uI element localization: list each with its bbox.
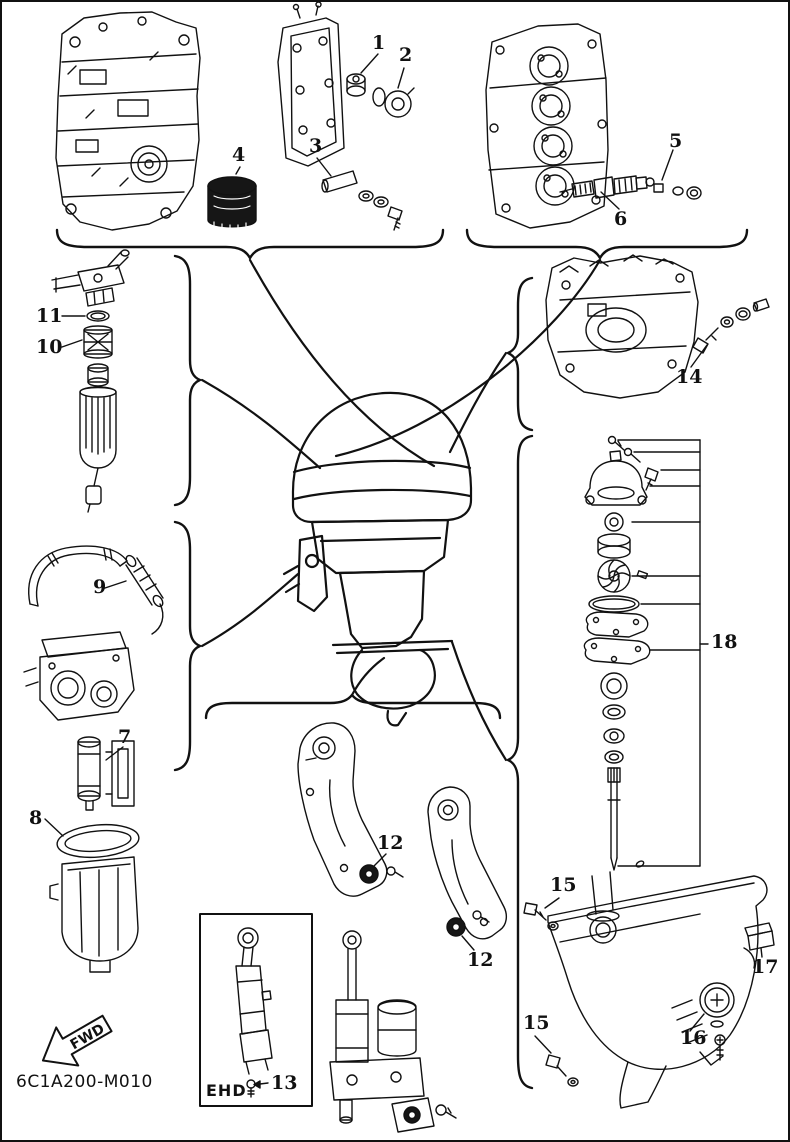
fuel-filter-assembly-drawing xyxy=(51,249,130,513)
anode-parts-drawing xyxy=(316,157,403,231)
tilt-cylinder-drawing xyxy=(235,927,273,1098)
outboard-motor-drawing xyxy=(282,391,473,727)
cylinder-head-drawing xyxy=(485,23,609,229)
water-pump-exploded-drawing xyxy=(583,435,659,871)
callout-3: 3 xyxy=(309,135,323,157)
bolt-parts-15-upper-drawing xyxy=(523,897,560,931)
bolt-parts-14-drawing xyxy=(690,298,770,368)
callout-7: 7 xyxy=(118,726,132,748)
clamp-bracket-right-drawing xyxy=(427,786,508,940)
spark-plug-drawing xyxy=(559,149,702,210)
callout-2: 2 xyxy=(399,44,413,66)
lower-unit-drawing xyxy=(547,871,768,1109)
grouping-braces xyxy=(55,228,749,1090)
callout-5: 5 xyxy=(669,130,683,152)
callout-18: 18 xyxy=(711,631,738,653)
callout-15-upper: 15 xyxy=(550,874,577,896)
callout-1: 1 xyxy=(372,32,386,54)
thermostat-parts-drawing xyxy=(346,53,415,118)
lower-mount-drawing xyxy=(391,1097,457,1133)
reservoir-drawing xyxy=(44,818,140,973)
power-trim-drawing xyxy=(329,930,425,1124)
callout-9: 9 xyxy=(93,576,107,598)
callout-10: 10 xyxy=(36,336,63,358)
mount-plate-drawing xyxy=(277,1,345,167)
leader-13 xyxy=(253,1080,269,1089)
connector-lines xyxy=(200,258,602,762)
cylinder-block-drawing xyxy=(55,11,201,231)
callout-12-lower: 12 xyxy=(467,949,494,971)
callout-4: 4 xyxy=(232,144,246,166)
fwd-arrow: FWD xyxy=(41,1014,113,1067)
anode-17-drawing xyxy=(744,922,775,958)
fuel-hose-pump-drawing xyxy=(23,545,164,721)
callout-17: 17 xyxy=(752,956,779,978)
exhaust-guide-drawing xyxy=(545,254,699,399)
clamp-bracket-left-drawing xyxy=(297,722,388,897)
callout-14: 14 xyxy=(676,366,703,388)
fuel-pump-part-drawing xyxy=(77,736,135,811)
callout-12-upper: 12 xyxy=(377,832,404,854)
callout-13: 13 xyxy=(271,1072,298,1094)
fwd-label: FWD xyxy=(68,1021,108,1053)
drawing-code: 6C1A200-M010 xyxy=(16,1072,153,1092)
oil-filter-drawing xyxy=(207,166,257,232)
leader-lines-18 xyxy=(617,439,709,867)
grommet-12-upper-drawing xyxy=(359,853,404,884)
callout-15-lower: 15 xyxy=(523,1012,550,1034)
callout-16: 16 xyxy=(680,1027,707,1049)
ehd-box-outline xyxy=(199,913,313,1107)
callout-8: 8 xyxy=(29,807,43,829)
grommet-12-lower-drawing xyxy=(446,910,490,951)
callout-6: 6 xyxy=(614,208,628,230)
drain-plug-16-drawing xyxy=(689,982,735,1061)
ehd-label: EHD xyxy=(206,1081,247,1100)
bolt-parts-15-lower-drawing xyxy=(534,1035,579,1087)
callout-11: 11 xyxy=(36,305,63,327)
